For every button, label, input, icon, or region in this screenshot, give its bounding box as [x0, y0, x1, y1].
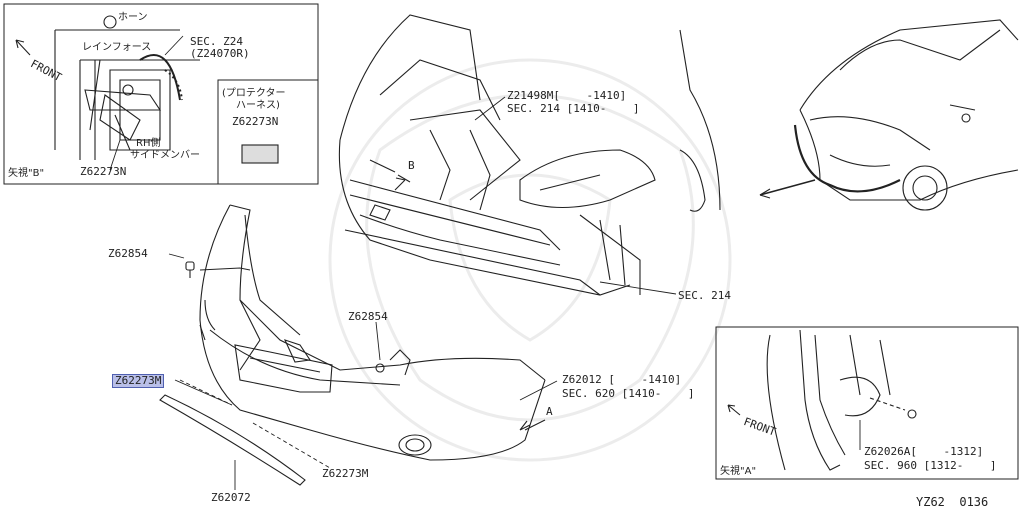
- inset-a-frame: [715, 326, 1019, 480]
- bumper-fascia: [159, 204, 546, 486]
- sec214-label: SEC. 214: [678, 289, 731, 302]
- inset-b-part-label: Z62273N: [80, 165, 127, 178]
- inset-b-drawing: [15, 15, 279, 164]
- a-view-marker: A: [546, 405, 553, 418]
- sec960-label: SEC. 960 [1312- ]: [864, 459, 997, 472]
- inset-a-caption: 矢視"A": [720, 466, 757, 477]
- reinforce-label: レインフォース: [82, 42, 152, 53]
- protector-part-label: Z62273N: [232, 115, 279, 128]
- diagram-id: YZ62 0136: [916, 495, 989, 509]
- horn-label: ホーン: [118, 12, 148, 23]
- front-end-assembly: [338, 14, 721, 296]
- inset-a-drawing: [727, 329, 917, 471]
- sec214-range-label: SEC. 214 [1410- ]: [507, 102, 640, 115]
- z62854-left-label: Z62854: [108, 247, 148, 260]
- inset-b-caption: 矢視"B": [8, 168, 45, 179]
- z62854-mid-label: Z62854: [348, 310, 388, 323]
- z21498m-label: Z21498M[ -1410]: [507, 89, 627, 102]
- z62012-label: Z62012 [ -1410]: [562, 373, 682, 386]
- z62273m-bottom-label: Z62273M: [322, 467, 369, 480]
- leader-lines: [109, 35, 861, 490]
- sec-z24-sub-label: (Z24070R): [190, 47, 250, 60]
- vehicle-sketch: [759, 19, 1019, 211]
- watermark-emblem: [328, 58, 732, 462]
- b-view-marker: B: [408, 159, 415, 172]
- protector-label-1: (プロテクター: [222, 88, 286, 99]
- sec-z24-label: SEC. Z24: [190, 35, 243, 48]
- rh-member-label-2: サイドメンバー: [130, 150, 200, 161]
- rh-member-label-1: RH側: [136, 138, 161, 149]
- z62072-label: Z62072: [211, 491, 251, 504]
- z62026a-label: Z62026A[ -1312]: [864, 445, 984, 458]
- z62273m-highlight-label[interactable]: Z62273M: [112, 374, 165, 388]
- protector-subframe: [217, 79, 319, 185]
- sec620-label: SEC. 620 [1410- ]: [562, 387, 695, 400]
- protector-label-2: ハーネス): [236, 100, 280, 111]
